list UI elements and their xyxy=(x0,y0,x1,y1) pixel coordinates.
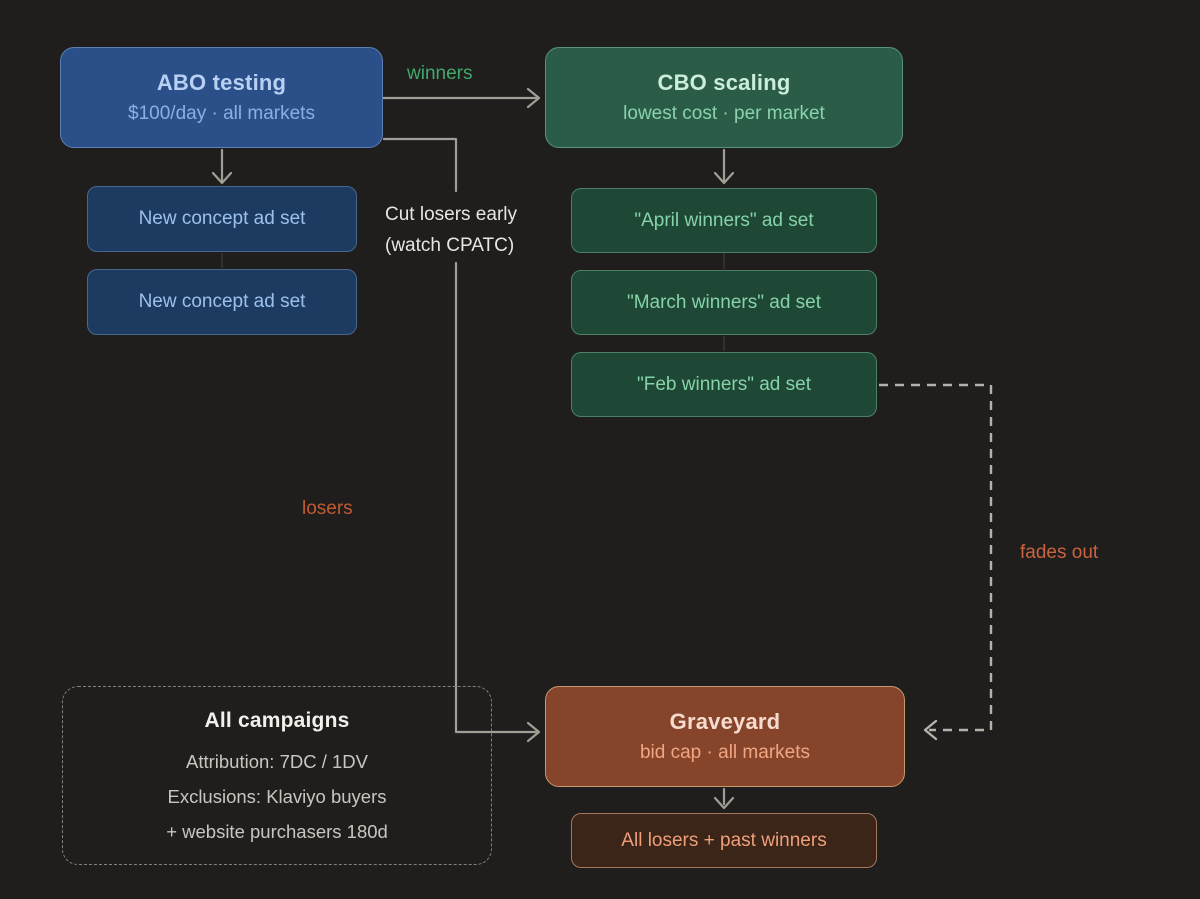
abo-subtitle: $100/day · all markets xyxy=(128,103,315,124)
arrow-graveyard-to-all-losers xyxy=(713,787,735,810)
graveyard-subtitle: bid cap · all markets xyxy=(639,742,810,763)
node-new-concept-ad-set-2: New concept ad set xyxy=(87,269,357,335)
arrow-abo-to-new-concept xyxy=(211,148,233,185)
cbo-title: CBO scaling xyxy=(657,70,791,95)
node-all-campaigns-note: All campaigns Attribution: 7DC / 1DV Exc… xyxy=(62,686,492,865)
graveyard-title: Graveyard xyxy=(669,709,781,734)
node-march-winners-ad-set: "March winners" ad set xyxy=(571,270,877,335)
node-abo-testing: ABO testing $100/day · all markets xyxy=(60,47,383,148)
arrow-fades-out-feb-to-graveyard xyxy=(879,383,993,741)
feb-winners-label: "Feb winners" ad set xyxy=(636,373,811,395)
abo-title: ABO testing xyxy=(156,70,287,95)
march-winners-label: "March winners" ad set xyxy=(626,291,822,313)
all-losers-label: All losers + past winners xyxy=(621,829,827,851)
cut-losers-line-1: Cut losers early xyxy=(385,204,517,225)
cut-losers-line-2: (watch CPATC) xyxy=(385,235,515,256)
node-graveyard: Graveyard bid cap · all markets xyxy=(545,686,905,787)
new-concept-2-label: New concept ad set xyxy=(138,291,306,312)
all-campaigns-purchasers: + website purchasers 180d xyxy=(166,821,388,842)
node-new-concept-ad-set-1: New concept ad set xyxy=(87,186,357,252)
edge-label-fades-out: fades out xyxy=(1020,542,1099,563)
arrow-losers-abo-to-graveyard xyxy=(382,137,541,743)
node-all-losers-past-winners: All losers + past winners xyxy=(571,813,877,868)
arrow-cbo-to-april xyxy=(713,148,735,185)
node-april-winners-ad-set: "April winners" ad set xyxy=(571,188,877,253)
all-campaigns-exclusions: Exclusions: Klaviyo buyers xyxy=(167,786,387,807)
all-campaigns-title: All campaigns xyxy=(204,709,350,732)
cbo-subtitle: lowest cost · per market xyxy=(623,103,825,124)
connector-stacked-ad-sets xyxy=(221,253,725,351)
node-cbo-scaling: CBO scaling lowest cost · per market xyxy=(545,47,903,148)
edge-label-cut-losers: Cut losers early (watch CPATC) xyxy=(385,199,517,261)
edge-label-winners: winners xyxy=(407,63,473,84)
new-concept-1-label: New concept ad set xyxy=(138,208,306,229)
node-feb-winners-ad-set: "Feb winners" ad set xyxy=(571,352,877,417)
april-winners-label: "April winners" ad set xyxy=(634,209,814,231)
arrow-abo-to-cbo xyxy=(381,87,541,109)
edge-label-losers: losers xyxy=(302,498,353,519)
all-campaigns-attribution: Attribution: 7DC / 1DV xyxy=(186,751,368,772)
